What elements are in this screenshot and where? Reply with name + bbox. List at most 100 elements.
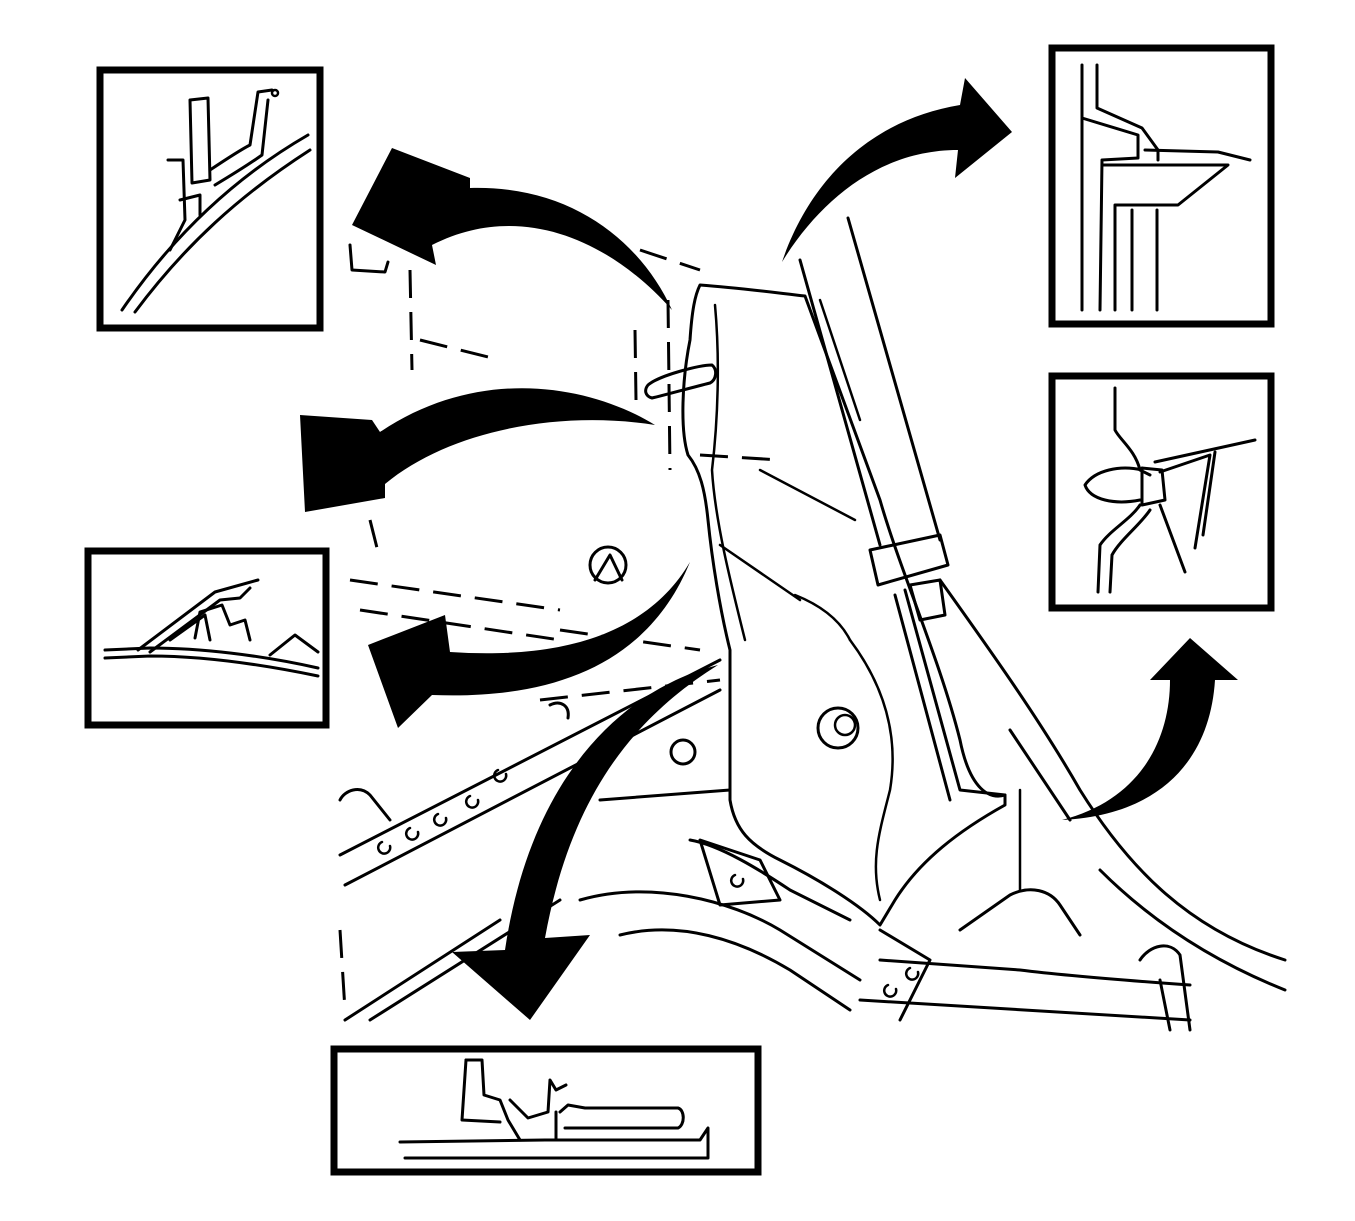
trim-edge xyxy=(208,88,274,172)
clip-shank xyxy=(1140,466,1167,507)
panel-lower-3 xyxy=(1158,503,1187,574)
seat-belt-lower-right xyxy=(903,588,1007,797)
bracket-shape-4 xyxy=(878,928,932,1022)
panel-flange xyxy=(1095,63,1160,162)
detail-view-mid-left xyxy=(84,547,330,729)
floor-line-1 xyxy=(343,918,502,1022)
panel-contour-1 xyxy=(710,303,747,642)
panel-side xyxy=(1158,453,1212,550)
hidden-line-5 xyxy=(408,269,414,371)
tab-body xyxy=(1100,163,1230,312)
detail-view-bottom xyxy=(330,1045,762,1176)
main-illustration xyxy=(338,216,1287,1032)
panel-contour-3 xyxy=(758,468,857,522)
trim-clip-edge-detail-icon xyxy=(120,88,312,314)
trim-edge-inner xyxy=(213,98,270,187)
bracket-shape-2 xyxy=(1138,944,1192,1032)
trim-lip-outer xyxy=(136,578,260,652)
grommet xyxy=(669,738,697,766)
hidden-line-12 xyxy=(368,519,382,561)
panel-surface-lower xyxy=(103,654,320,678)
sill-fastener-holes xyxy=(377,768,920,998)
hidden-line-10 xyxy=(338,929,347,1011)
panel-contour-2 xyxy=(818,298,862,422)
detail-frame xyxy=(96,66,324,332)
clip-foot xyxy=(178,193,202,217)
arrow-mid-left xyxy=(300,388,655,512)
floor-pocket xyxy=(698,838,782,907)
bracket-shape-3 xyxy=(1158,978,1172,1032)
trim-lip-inner xyxy=(148,586,252,654)
sill-hole xyxy=(377,840,392,855)
panel-surface-upper xyxy=(103,646,320,670)
panel-contour-4 xyxy=(718,543,802,602)
hidden-line-1 xyxy=(639,248,701,272)
sill-hole xyxy=(465,794,480,809)
sill-line-2 xyxy=(343,688,722,887)
floor-line-5 xyxy=(618,928,852,1012)
belt-buckle-tab xyxy=(908,578,947,622)
body-side-curve xyxy=(938,578,1287,962)
floor-line-4 xyxy=(578,890,862,982)
panel-wall-2 xyxy=(1080,116,1140,312)
retainer-clip xyxy=(508,1078,568,1120)
belt-guide-loop xyxy=(868,533,950,587)
arrow-upper-right xyxy=(782,78,1012,262)
trim-lip xyxy=(464,1058,522,1142)
floor-hook xyxy=(338,788,392,822)
hidden-line-7 xyxy=(359,608,561,642)
panel-step xyxy=(268,633,320,657)
bracket-shape xyxy=(958,888,1082,937)
trim-lip-retainer-detail-icon xyxy=(103,578,320,678)
arrow-bottom xyxy=(452,665,718,1020)
floor-hole xyxy=(883,983,898,998)
clip-body xyxy=(188,96,212,185)
direction-arrows xyxy=(300,78,1238,1020)
detail-frame xyxy=(84,547,330,729)
arrow-upper-left xyxy=(352,148,672,310)
body-side-curve-inner xyxy=(1098,868,1287,992)
detail-view-upper-left xyxy=(96,66,324,332)
seat-belt-edge-left xyxy=(798,258,882,547)
body-side-line xyxy=(1008,728,1072,822)
hidden-line-4 xyxy=(419,338,501,362)
panel-lower-2 xyxy=(1108,508,1152,594)
hidden-line-3 xyxy=(633,329,638,401)
push-clip-detail-icon xyxy=(1083,386,1257,594)
panel-hole-lower-inner xyxy=(833,713,857,737)
clip-leg xyxy=(166,158,187,252)
body-curve-outer xyxy=(120,133,310,312)
panel-hole-lower xyxy=(816,706,860,750)
floor-hole xyxy=(905,966,920,981)
body-curve-inner xyxy=(133,148,312,314)
panel-hole-upper-inner xyxy=(593,553,624,582)
trim-lip-inner xyxy=(460,1058,502,1124)
hidden-line-6 xyxy=(349,578,561,612)
panel-side-2 xyxy=(1201,450,1217,537)
panel-contour-6 xyxy=(793,593,852,642)
floor-line-3 xyxy=(598,788,732,802)
retainer-leg xyxy=(168,613,212,642)
detail-frame xyxy=(330,1045,762,1176)
sill-hole xyxy=(433,812,448,827)
pin xyxy=(270,88,280,98)
detail-view-mid-right xyxy=(1048,372,1275,612)
panel-contour-5 xyxy=(848,638,894,902)
seat-belt-lower-left xyxy=(893,593,952,802)
hidden-line-2 xyxy=(666,299,672,471)
panel-lower xyxy=(1096,503,1142,594)
floor-hole xyxy=(730,873,745,888)
sill-hole xyxy=(493,768,508,783)
hidden-line-11 xyxy=(699,453,781,462)
floor-line-7 xyxy=(858,998,1192,1022)
panel-slot xyxy=(644,363,718,400)
retainer-head xyxy=(193,603,252,642)
clip-hook xyxy=(548,701,570,720)
hidden-line-9 xyxy=(539,678,721,702)
hidden-line-8 xyxy=(559,628,701,652)
panel-tab-detail-icon xyxy=(1080,63,1252,312)
detail-view-upper-right xyxy=(1048,44,1275,328)
sill-retainer-detail-icon xyxy=(398,1058,710,1160)
